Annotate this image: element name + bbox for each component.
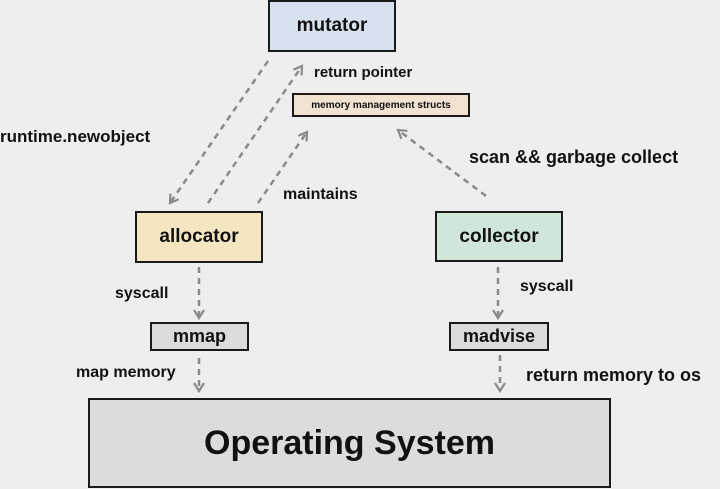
edge-label-map-memory: map memory (76, 364, 176, 381)
edge-label-scan-gc: scan && garbage collect (469, 147, 679, 167)
allocator-label: allocator (159, 226, 239, 247)
mutator-node: mutator (268, 0, 396, 52)
memory-structs-label: memory management structs (311, 99, 451, 111)
edge-label-newobject: runtime.newobject (0, 127, 151, 146)
operating-system-node: Operating System (88, 398, 611, 488)
arrow-mutator-to-allocator (168, 60, 270, 205)
arrow-collector-to-structs (396, 128, 487, 197)
edge-label-syscall-left: syscall (115, 285, 169, 302)
mutator-label: mutator (296, 15, 368, 36)
edge-label-return-pointer: return pointer (314, 64, 413, 81)
allocator-node: allocator (135, 211, 263, 263)
arrow-allocator-to-mutator (206, 64, 304, 204)
operating-system-label: Operating System (204, 423, 495, 462)
arrow-allocator-to-structs (256, 130, 309, 204)
collector-label: collector (459, 225, 539, 247)
collector-node: collector (435, 211, 563, 262)
edge-label-syscall-right: syscall (520, 278, 574, 295)
mmap-node: mmap (150, 322, 249, 351)
edge-label-return-memory: return memory to os (526, 365, 702, 385)
madvise-label: madvise (462, 326, 536, 346)
madvise-node: madvise (449, 322, 549, 351)
memory-structs-node: memory management structs (292, 93, 470, 117)
mmap-label: mmap (172, 326, 226, 346)
edge-label-maintains: maintains (283, 186, 358, 203)
